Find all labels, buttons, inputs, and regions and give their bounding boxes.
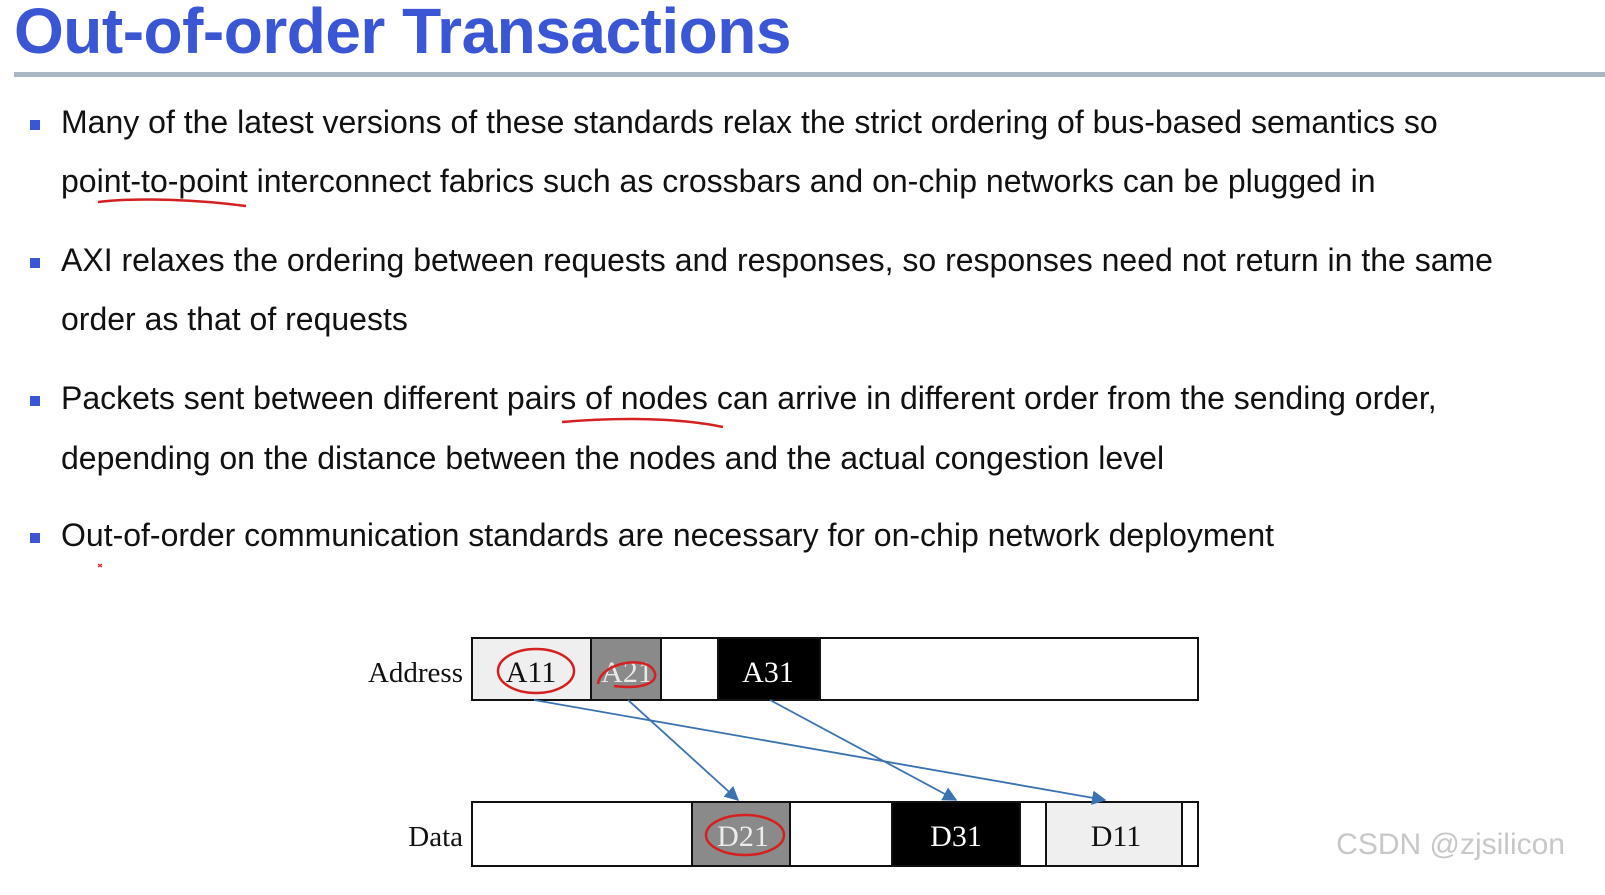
bullet-marker <box>30 533 40 543</box>
bullet-1-line-1: Many of the latest versions of these sta… <box>61 104 1438 140</box>
bullet-marker <box>30 120 40 130</box>
bullet-4-line-1: Out-of-order communication standards are… <box>61 517 1275 553</box>
slide-title: Out-of-order Transactions <box>14 0 791 67</box>
bullet-2-line-1: AXI relaxes the ordering between request… <box>61 242 1493 278</box>
data-cell-d21-label: D21 <box>717 820 769 853</box>
circle-a21 <box>596 661 657 689</box>
arrow-a31-to-d31 <box>769 699 958 801</box>
circle-d21 <box>704 813 786 857</box>
address-row-label: Address <box>368 657 463 689</box>
bullet-1-line-2: point-to-point interconnect fabrics such… <box>61 163 1376 199</box>
data-row-label: Data <box>408 821 463 853</box>
bullet-3-line-1: Packets sent between different pairs of … <box>61 380 1437 416</box>
data-cell-d31-label: D31 <box>930 820 982 853</box>
address-cell-a21 <box>590 637 662 701</box>
bullet-marker <box>30 396 40 406</box>
bullet-marker <box>30 258 40 268</box>
address-cell-a31-label: A31 <box>742 656 794 689</box>
data-cell-d11-label: D11 <box>1091 820 1142 853</box>
bullet-list: Many of the latest versions of these sta… <box>30 104 1493 553</box>
address-cell-a31 <box>717 637 821 701</box>
bullet-3-line-2: depending on the distance between the no… <box>61 440 1165 476</box>
address-cell-a11-label: A11 <box>506 656 557 689</box>
bullet-2-line-2: order as that of requests <box>61 301 408 337</box>
watermark: CSDN @zjsilicon <box>1336 828 1565 861</box>
title-divider <box>14 72 1605 77</box>
arrow-a21-to-d21 <box>627 699 740 801</box>
arrow-a11-to-d11 <box>533 699 1107 805</box>
circle-a11 <box>496 647 576 695</box>
data-cell-d11 <box>1045 801 1183 867</box>
address-cell-a21-label: A21 <box>601 656 653 689</box>
data-cell-d31 <box>891 801 1021 867</box>
